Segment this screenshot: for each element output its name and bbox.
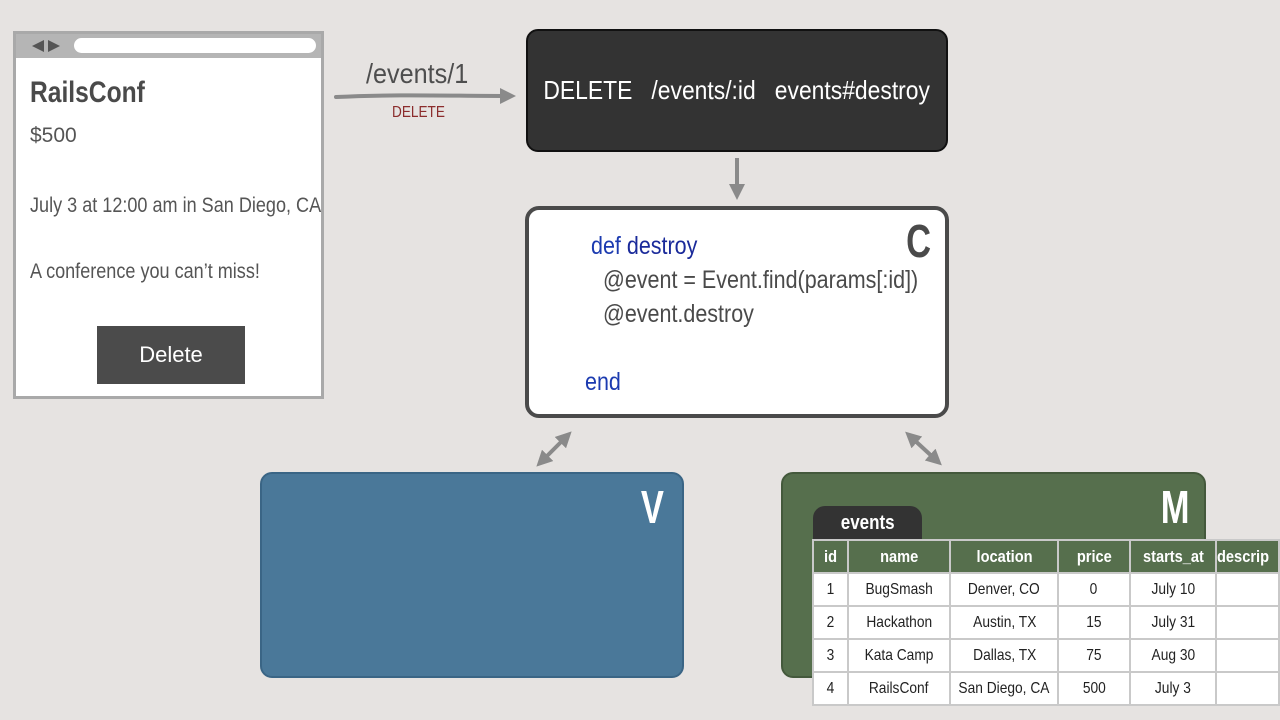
route-box: DELETE /events/:id events#destroy bbox=[526, 29, 948, 152]
request-verb: DELETE bbox=[392, 104, 445, 121]
controller-box: def destroy @event = Event.find(params[:… bbox=[525, 206, 949, 418]
controller-model-arrow bbox=[905, 431, 942, 466]
code-keyword-def: def bbox=[591, 232, 621, 260]
event-title: RailsConf bbox=[30, 76, 145, 109]
column-header: descrip bbox=[1215, 539, 1280, 574]
request-arrow bbox=[334, 87, 516, 104]
table-cell: July 3 bbox=[1128, 671, 1218, 706]
request-url: /events/1 bbox=[366, 58, 469, 89]
table-cell bbox=[1215, 638, 1280, 673]
address-bar[interactable] bbox=[74, 38, 316, 53]
table-cell: Denver, CO bbox=[949, 572, 1060, 607]
table-header-row: id name location price starts_at descrip bbox=[812, 539, 1280, 574]
code-method-name: destroy bbox=[626, 232, 698, 260]
code-line-end: end bbox=[585, 368, 621, 396]
table-cell: Hackathon bbox=[846, 605, 952, 640]
table-name: events bbox=[840, 511, 895, 534]
table-cell: 1 bbox=[812, 572, 849, 607]
table-cell: July 31 bbox=[1128, 605, 1218, 640]
table-cell: Austin, TX bbox=[949, 605, 1060, 640]
column-header: location bbox=[949, 539, 1060, 574]
back-arrow-icon[interactable] bbox=[32, 40, 44, 52]
table-cell: Aug 30 bbox=[1128, 638, 1218, 673]
column-header: price bbox=[1057, 539, 1131, 574]
delete-button[interactable]: Delete bbox=[97, 326, 245, 384]
code-line-find: @event = Event.find(params[:id]) bbox=[603, 266, 919, 294]
table-row: 2 Hackathon Austin, TX 15 July 31 bbox=[812, 605, 1280, 640]
table-cell: 2 bbox=[812, 605, 849, 640]
controller-badge: C bbox=[905, 215, 931, 267]
code-line-def: def destroy bbox=[591, 232, 697, 261]
event-price: $500 bbox=[30, 124, 77, 147]
table-cell: 0 bbox=[1057, 572, 1131, 607]
table-cell: San Diego, CA bbox=[949, 671, 1060, 706]
table-cell: BugSmash bbox=[846, 572, 952, 607]
events-table: id name location price starts_at descrip… bbox=[812, 539, 1280, 706]
column-header: id bbox=[812, 539, 849, 574]
column-header: starts_at bbox=[1128, 539, 1218, 574]
event-description: A conference you can’t miss! bbox=[30, 260, 260, 283]
table-cell: 75 bbox=[1057, 638, 1131, 673]
table-cell: Dallas, TX bbox=[949, 638, 1060, 673]
table-row: 4 RailsConf San Diego, CA 500 July 3 bbox=[812, 671, 1280, 706]
table-row: 1 BugSmash Denver, CO 0 July 10 bbox=[812, 572, 1280, 607]
table-cell bbox=[1215, 605, 1280, 640]
table-cell: 3 bbox=[812, 638, 849, 673]
route-definition: DELETE /events/:id events#destroy bbox=[543, 75, 931, 105]
column-header: name bbox=[846, 539, 952, 574]
table-row: 3 Kata Camp Dallas, TX 75 Aug 30 bbox=[812, 638, 1280, 673]
table-cell: 500 bbox=[1057, 671, 1131, 706]
table-cell: 4 bbox=[812, 671, 849, 706]
table-name-tab: events bbox=[813, 506, 922, 540]
model-badge: M bbox=[1160, 481, 1190, 533]
browser-toolbar bbox=[16, 34, 321, 58]
table-cell: July 10 bbox=[1128, 572, 1218, 607]
table-cell bbox=[1215, 572, 1280, 607]
view-box: V bbox=[260, 472, 684, 678]
code-line-destroy: @event.destroy bbox=[603, 300, 754, 328]
table-cell: Kata Camp bbox=[846, 638, 952, 673]
view-badge: V bbox=[641, 481, 665, 533]
forward-arrow-icon[interactable] bbox=[48, 40, 60, 52]
table-cell: RailsConf bbox=[846, 671, 952, 706]
table-cell bbox=[1215, 671, 1280, 706]
table-cell: 15 bbox=[1057, 605, 1131, 640]
browser-window: RailsConf $500 July 3 at 12:00 am in San… bbox=[13, 31, 324, 399]
controller-view-arrow bbox=[536, 431, 572, 467]
event-datetime: July 3 at 12:00 am in San Diego, CA bbox=[30, 194, 322, 217]
